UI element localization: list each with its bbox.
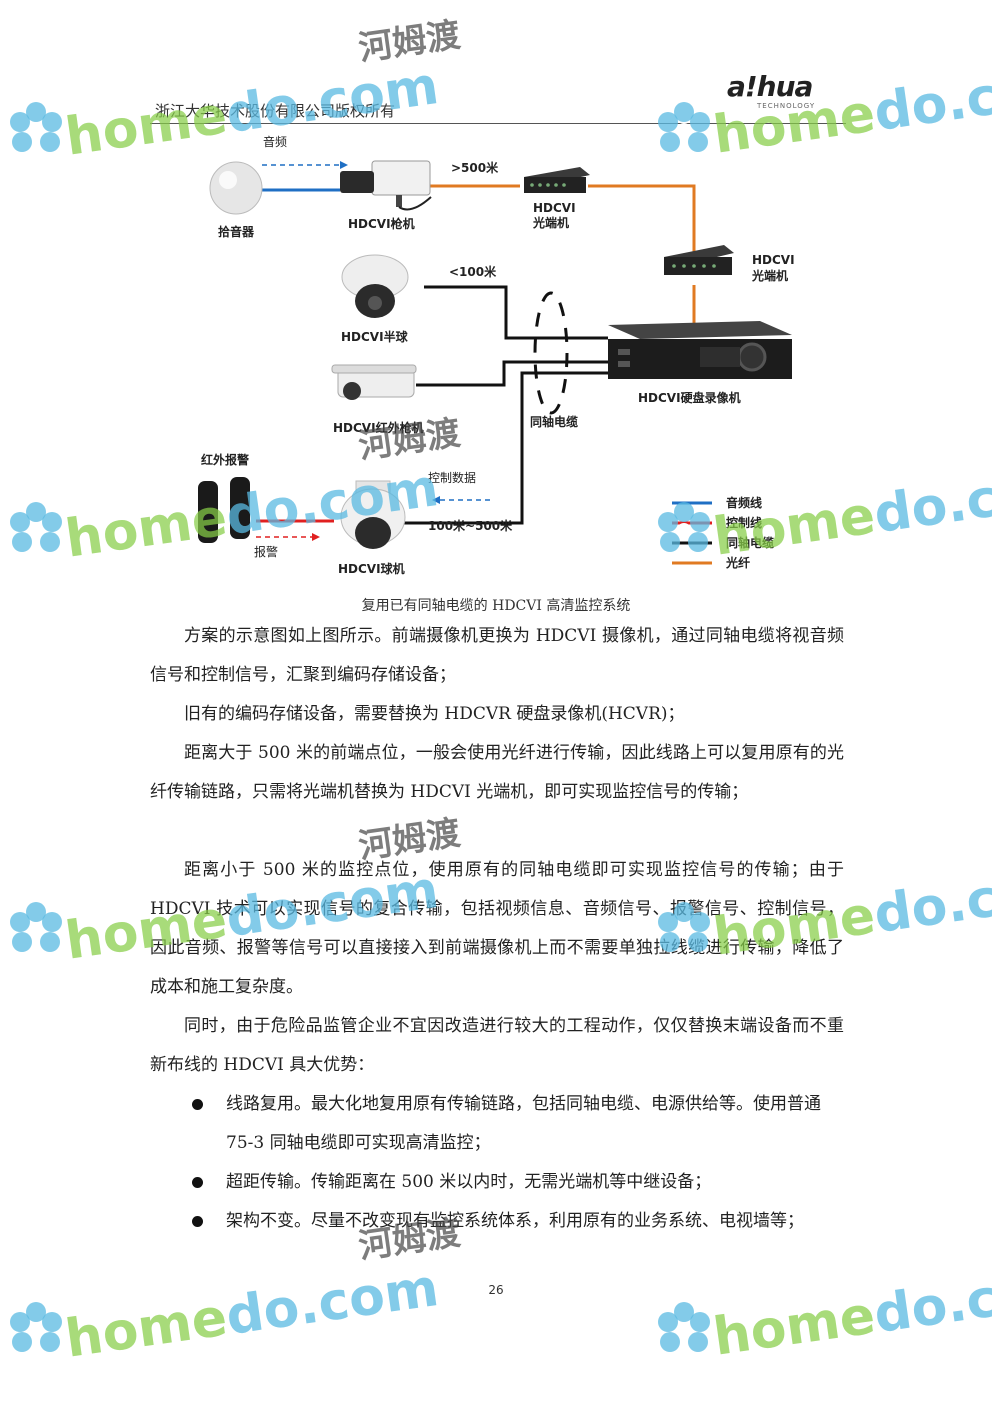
label-range: 100米~500米 [428, 519, 513, 533]
optical-transceiver-1-icon [524, 167, 590, 193]
watermark-flower-icon [658, 502, 710, 552]
label-optical2-a: HDCVI [752, 253, 795, 267]
bullet-dot-1 [192, 1099, 203, 1110]
watermark-brand-7: homedo.com [61, 1258, 443, 1370]
header-company: 浙江大华技术股份有限公司版权所有 [155, 102, 396, 120]
label-control-data: 控制数据 [428, 471, 477, 485]
label-optical1-a: HDCVI [533, 201, 576, 215]
label-optical1-b: 光端机 [533, 216, 570, 230]
label-pickup: 拾音器 [218, 225, 255, 239]
speed-dome-camera-icon [340, 480, 406, 549]
paragraph-5: 同时，由于危险品监管企业不宜因改造进行较大的工程动作，仅仅替换末端设备而不重新布… [150, 1016, 844, 1075]
watermark-flower-icon [10, 502, 62, 552]
coax-line-ball [402, 371, 608, 525]
paragraph-4: 距离小于 500 米的监控点位，使用原有的同轴电缆即可实现监控信号的传输；由于 … [150, 860, 844, 997]
pickup-microphone-icon [209, 161, 263, 215]
watermark-cn-1: 河姆渡 [356, 15, 463, 69]
watermark-flower-icon [658, 1302, 710, 1352]
legend-fiber-label: 光纤 [726, 556, 751, 570]
fiber-line-2 [588, 184, 696, 253]
dvr-recorder-icon [608, 321, 792, 379]
legend-control-label: 控制线 [726, 516, 763, 530]
bullet-item-2: 超距传输。传输距离在 500 米以内时，无需光端机等中继设备； [226, 1172, 712, 1192]
label-dvr: HDCVI硬盘录像机 [638, 391, 741, 405]
watermark-flower-icon [658, 902, 710, 952]
coax-line-ir [416, 360, 608, 387]
label-optical2-b: 光端机 [752, 269, 789, 283]
bullet-item-3: 架构不变。尽量不改变现有监控系统体系，利用原有的业务系统、电视墙等； [226, 1211, 804, 1231]
logo-sub: TECHNOLOGY [757, 102, 816, 110]
paragraph-2: 旧有的编码存储设备，需要替换为 HDCVR 硬盘录像机(HCVR)； [184, 704, 685, 724]
alarm-arrow-head [312, 533, 320, 541]
bullet-dot-2 [192, 1177, 203, 1188]
optical-transceiver-2-icon [664, 245, 734, 275]
paragraph-1: 方案的示意图如上图所示。前端摄像机更换为 HDCVI 摄像机，通过同轴电缆将视音… [150, 626, 844, 685]
ir-gun-camera-icon [331, 364, 417, 400]
label-gt500: >500米 [451, 161, 499, 175]
watermark-flower-icon [10, 102, 62, 152]
audio-arrow-head [340, 161, 348, 169]
watermark-brand-8: homedo.com [709, 1256, 992, 1368]
label-ball-camera: HDCVI球机 [338, 562, 405, 576]
coax-bundle-ellipse [533, 291, 569, 415]
coax-line-dome [424, 285, 608, 340]
bullet-item-1: 线路复用。最大化地复用原有传输链路，包括同轴电缆、电源供给等。使用普通 75-3… [226, 1094, 821, 1153]
label-dome-half: HDCVI半球 [341, 330, 408, 344]
legend-audio-label: 音频线 [726, 496, 763, 510]
legend-coax-label: 同轴电缆 [726, 536, 775, 550]
control-arrow-head [432, 496, 440, 504]
label-alarm: 报警 [254, 545, 279, 559]
label-ir-alarm: 红外报警 [201, 453, 250, 467]
dahua-logo: a!hua TECHNOLOGY [727, 70, 847, 115]
diagram-svg [198, 160, 792, 565]
watermark-flower-icon [10, 1302, 62, 1352]
label-audio: 音频 [263, 135, 288, 149]
watermark-flower-icon [658, 102, 710, 152]
label-ir-gun: HDCVI红外枪机 [333, 421, 424, 435]
watermark-flower-icon [10, 902, 62, 952]
half-dome-camera-icon [341, 254, 409, 318]
page-number: 26 [488, 1283, 504, 1297]
ir-alarm-detector-icon [198, 477, 250, 543]
header-divider [150, 123, 846, 124]
label-gun-camera: HDCVI枪机 [348, 217, 415, 231]
figure-caption: 复用已有同轴电缆的 HDCVI 高清监控系统 [361, 598, 631, 614]
system-diagram: 音频 拾音器 HDCVI枪机 >500米 HDCVI 光端机 HDCVI 光端机… [0, 125, 992, 595]
logo-text: a!hua [727, 70, 813, 103]
label-lt100: <100米 [449, 265, 497, 279]
gun-camera-icon [340, 160, 432, 211]
label-coax: 同轴电缆 [530, 415, 579, 429]
bullet-dot-3 [192, 1216, 203, 1227]
paragraph-3: 距离大于 500 米的前端点位，一般会使用光纤进行传输，因此线路上可以复用原有的… [150, 743, 844, 802]
